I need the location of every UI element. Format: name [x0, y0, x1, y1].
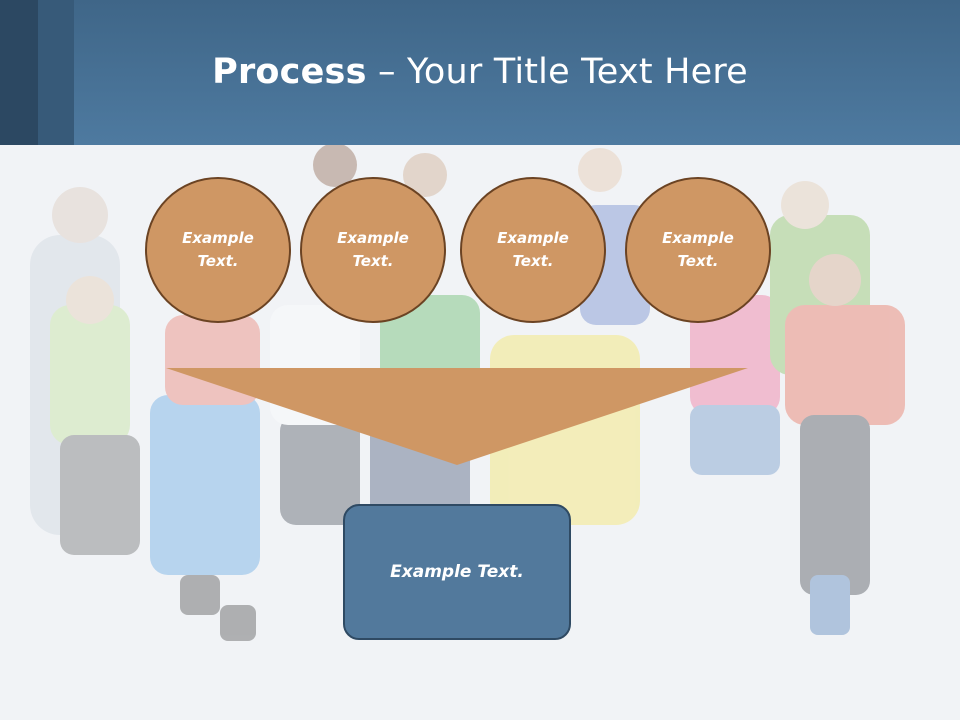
result-box-label: Example Text.: [390, 562, 524, 582]
process-step-2[interactable]: Example Text.: [300, 177, 446, 323]
process-step-4[interactable]: Example Text.: [625, 177, 771, 323]
people-jumping-illustration: [30, 145, 905, 641]
slide-title-rest: – Your Title Text Here: [366, 52, 748, 92]
header-accent-band-dark: [0, 0, 38, 145]
slide-title-strong: Process: [212, 52, 367, 92]
process-step-3-label: Example Text.: [497, 229, 569, 270]
header-accent-band: [38, 0, 74, 145]
process-step-1[interactable]: Example Text.: [145, 177, 291, 323]
process-step-2-label: Example Text.: [337, 229, 409, 270]
result-box[interactable]: Example Text.: [343, 504, 571, 640]
process-step-3[interactable]: Example Text.: [460, 177, 606, 323]
funnel-triangle: [166, 368, 748, 465]
process-step-4-label: Example Text.: [662, 229, 734, 270]
slide-title[interactable]: Process – Your Title Text Here: [0, 52, 960, 92]
title-bar: Process – Your Title Text Here: [0, 0, 960, 145]
process-step-1-label: Example Text.: [182, 229, 254, 270]
